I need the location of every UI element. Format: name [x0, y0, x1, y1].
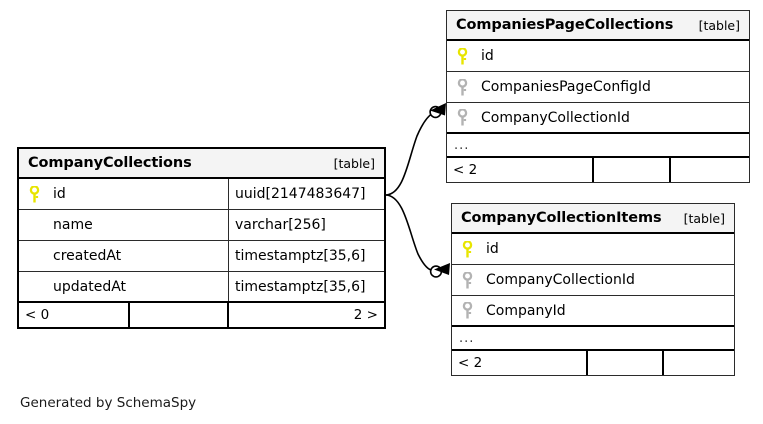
entity-title: CompaniesPageCollections: [456, 17, 674, 33]
entity-header: CompanyCollectionItems [table]: [452, 204, 734, 234]
column-row-name[interactable]: name varchar[256]: [19, 210, 384, 241]
column-name-cell: id: [447, 41, 749, 71]
column-name: id: [53, 186, 66, 202]
column-row-id[interactable]: id: [452, 234, 734, 265]
column-name-cell: updatedAt: [19, 272, 228, 301]
footer-outgoing-count: [662, 351, 734, 375]
footer-incoming-count: < 2: [453, 162, 478, 178]
column-name: id: [486, 241, 499, 257]
foreign-key-icon: [460, 302, 474, 320]
more-columns-indicator: ...: [447, 134, 749, 158]
column-name-cell: CompanyCollectionId: [452, 265, 734, 295]
column-name-cell: CompaniesPageConfigId: [447, 72, 749, 102]
column-name-cell: id: [19, 179, 228, 209]
foreign-key-icon: [460, 271, 474, 289]
column-type-cell: timestamptz[35,6]: [228, 241, 384, 271]
column-name: CompanyCollectionId: [486, 272, 635, 288]
crowsfoot-arrow: [430, 103, 446, 116]
generator-note: Generated by SchemaSpy: [20, 395, 197, 411]
footer-incoming-count: < 0: [25, 307, 50, 323]
column-name: CompanyId: [486, 302, 566, 319]
column-type-cell: timestamptz[35,6]: [228, 272, 384, 301]
column-type: timestamptz[35,6]: [235, 248, 366, 264]
column-row-id[interactable]: id uuid[2147483647]: [19, 179, 384, 210]
column-type-cell: varchar[256]: [228, 210, 384, 240]
column-row-updatedat[interactable]: updatedAt timestamptz[35,6]: [19, 272, 384, 303]
entity-company-collection-items[interactable]: CompanyCollectionItems [table] id: [451, 203, 735, 376]
entity-footer: < 0 2 >: [19, 303, 384, 327]
footer-middle-cell: [592, 158, 669, 182]
optional-marker-circle: [429, 265, 443, 278]
relationship-line-companies-page-collections: [385, 103, 446, 196]
no-key-spacer: [27, 247, 41, 265]
foreign-key-icon: [455, 109, 469, 127]
crowsfoot-arrow: [434, 263, 450, 275]
entity-type-tag: [table]: [698, 17, 740, 33]
entity-type-tag: [table]: [333, 155, 375, 171]
primary-key-icon: [460, 240, 474, 258]
column-name-cell: name: [19, 210, 228, 240]
entity-header: CompanyCollections [table]: [19, 149, 384, 179]
relationship-line-company-collection-items: [385, 194, 450, 278]
column-type-cell: uuid[2147483647]: [228, 179, 384, 209]
column-name: name: [53, 217, 93, 233]
no-key-spacer: [27, 278, 41, 296]
primary-key-icon: [455, 47, 469, 65]
entity-footer: < 2: [452, 351, 734, 375]
column-name: id: [481, 48, 494, 64]
column-type: uuid[2147483647]: [235, 186, 366, 202]
entity-title: CompanyCollections: [28, 155, 192, 171]
footer-middle-cell: [586, 351, 662, 375]
no-key-spacer: [27, 216, 41, 234]
column-name: CompaniesPageConfigId: [481, 79, 651, 95]
entity-footer: < 2: [447, 158, 749, 182]
optional-marker-circle: [429, 105, 442, 119]
more-columns-indicator: ...: [452, 327, 734, 351]
column-name-cell: createdAt: [19, 241, 228, 271]
column-row-companiespageconfigid[interactable]: CompaniesPageConfigId: [447, 72, 749, 103]
entity-type-tag: [table]: [683, 210, 725, 226]
column-type: timestamptz[35,6]: [235, 278, 366, 295]
entity-header: CompaniesPageCollections [table]: [447, 11, 749, 41]
entity-company-collections[interactable]: CompanyCollections [table] id uuid[21474…: [17, 147, 386, 329]
column-name-cell: CompanyId: [452, 296, 734, 325]
column-type: varchar[256]: [235, 217, 326, 233]
column-row-companycollectionid[interactable]: CompanyCollectionId: [452, 265, 734, 296]
column-row-createdat[interactable]: createdAt timestamptz[35,6]: [19, 241, 384, 272]
foreign-key-icon: [455, 78, 469, 96]
column-row-companycollectionid[interactable]: CompanyCollectionId: [447, 103, 749, 134]
footer-outgoing-count: [669, 158, 749, 182]
column-name-cell: id: [452, 234, 734, 264]
entity-companies-page-collections[interactable]: CompaniesPageCollections [table] id: [446, 10, 750, 183]
column-row-companyid[interactable]: CompanyId: [452, 296, 734, 327]
footer-incoming-count: < 2: [458, 355, 483, 371]
entity-title: CompanyCollectionItems: [461, 210, 662, 226]
column-name: updatedAt: [53, 278, 127, 295]
primary-key-icon: [27, 185, 41, 203]
footer-middle-cell: [128, 303, 227, 327]
column-name-cell: CompanyCollectionId: [447, 103, 749, 132]
column-name: CompanyCollectionId: [481, 109, 630, 126]
footer-outgoing-count: 2 >: [227, 303, 384, 327]
column-name: createdAt: [53, 248, 122, 264]
column-row-id[interactable]: id: [447, 41, 749, 72]
